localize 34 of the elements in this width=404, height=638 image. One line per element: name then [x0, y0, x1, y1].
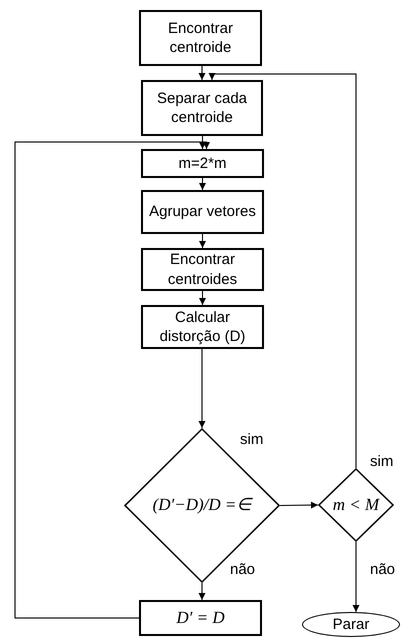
node-text: Calcular distorção (D) [158, 308, 246, 346]
arrow [208, 73, 356, 468]
node-text: Separar cada centroide [156, 88, 248, 128]
decision-diamond [124, 428, 280, 583]
edge-label: não [370, 562, 396, 577]
arrow [198, 348, 206, 428]
formula-text: m < M [332, 494, 381, 516]
formula-text: D′ = D [175, 606, 226, 629]
process-box [141, 149, 264, 178]
arrow [199, 178, 206, 190]
node-text: Agrupar vetores [148, 202, 257, 222]
edge-label: não [230, 562, 256, 577]
arrow [198, 582, 206, 600]
node-text: Encontrar centroide [166, 18, 234, 58]
arrow [198, 66, 206, 80]
arrow [14, 142, 210, 618]
arrow [352, 542, 360, 612]
edge-label: sim [370, 454, 394, 469]
decision-diamond [318, 468, 394, 542]
node-text: Encontrar centroides [166, 250, 238, 289]
process-box [141, 305, 264, 349]
arrow [199, 136, 206, 150]
process-box [141, 248, 264, 291]
arrow [199, 290, 206, 306]
edge-label: sim [240, 432, 264, 447]
process-box [139, 600, 262, 636]
node-text: Parar [332, 614, 370, 634]
node-text: m=2*m [178, 154, 228, 174]
process-box [139, 10, 262, 66]
formula-text: (D′−D)/D =∈ [152, 494, 254, 516]
process-box [141, 190, 264, 234]
arrow [280, 502, 318, 509]
process-box [141, 80, 263, 136]
arrow [199, 234, 206, 248]
